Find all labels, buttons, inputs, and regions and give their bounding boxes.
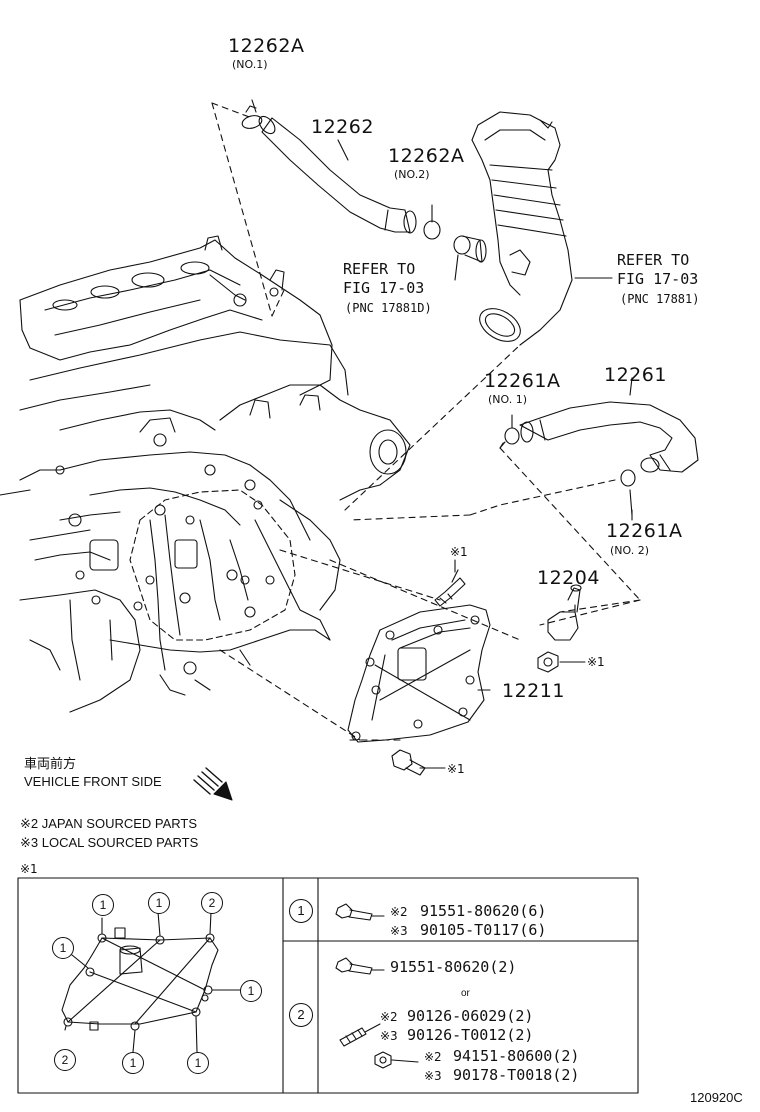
row2-nut-part-b: 90178-T0018(2) bbox=[453, 1066, 580, 1084]
gasket-key: 1 bbox=[240, 980, 262, 1002]
front-direction-arrow-icon bbox=[193, 767, 233, 801]
refer-right-line1: REFER TO bbox=[617, 251, 690, 269]
gasket-schematic-drawing bbox=[61, 911, 241, 1053]
fastener-table-grid bbox=[17, 877, 639, 1094]
row2-stud-part-b: 90126-T0012(2) bbox=[407, 1026, 534, 1044]
row1-mark-a: ※2 bbox=[390, 905, 408, 919]
part-note-no2: (NO.2) bbox=[394, 168, 430, 181]
table-asterisk-mark: ※1 bbox=[20, 862, 38, 876]
valve-12204-drawing bbox=[547, 584, 582, 641]
clamp-12261a-no1-drawing bbox=[499, 414, 520, 449]
vehicle-front-side-japanese: 車両前方 bbox=[24, 756, 77, 771]
figure-code: 120920C bbox=[690, 1090, 743, 1105]
gasket-key: 1 bbox=[187, 1052, 209, 1074]
row2-nut-mark-a: ※2 bbox=[424, 1050, 442, 1064]
part-note-12261a-no2: (NO. 2) bbox=[610, 544, 650, 557]
stud-drawing bbox=[434, 569, 466, 607]
row2-stud-mark-a: ※2 bbox=[380, 1010, 398, 1024]
refer-left-pnc: (PNC 17881D) bbox=[345, 301, 432, 315]
refer-right-line2: FIG 17-03 bbox=[617, 270, 699, 288]
row1-mark-b: ※3 bbox=[390, 924, 408, 938]
clamp-12262a-no2-drawing bbox=[423, 204, 441, 240]
gasket-key: 1 bbox=[148, 892, 170, 914]
note-local-sourced: ※3 LOCAL SOURCED PARTS bbox=[20, 835, 199, 850]
gasket-key: 1 bbox=[122, 1052, 144, 1074]
clamp-12261a-no2-drawing bbox=[620, 469, 636, 516]
bolt-drawing bbox=[391, 749, 426, 776]
bolt-asterisk-mark: ※1 bbox=[447, 762, 465, 776]
refer-right-pnc: (PNC 17881) bbox=[620, 292, 700, 306]
part-number-12261a-no1: 12261A bbox=[484, 370, 561, 392]
row2-nut-part-a: 94151-80600(2) bbox=[453, 1047, 580, 1065]
hose-12261-drawing bbox=[519, 401, 699, 473]
row2-nut-mark-b: ※3 bbox=[424, 1069, 442, 1083]
table-row1-key: 1 bbox=[289, 899, 313, 923]
row2-bolt-part: 91551-80620(2) bbox=[390, 958, 517, 976]
part-number-12262a-no2: 12262A bbox=[388, 145, 465, 167]
part-number-12261: 12261 bbox=[604, 364, 667, 386]
part-note-no1: (NO.1) bbox=[232, 58, 268, 71]
part-number-12204: 12204 bbox=[537, 567, 600, 589]
fitting-17881d-drawing bbox=[453, 235, 487, 263]
air-hose-17881-drawing bbox=[471, 111, 573, 346]
table-bolt-icons bbox=[335, 903, 419, 1069]
row2-stud-part-a: 90126-06029(2) bbox=[407, 1007, 534, 1025]
dashed-leader-lines bbox=[211, 102, 641, 741]
row2-stud-mark-b: ※3 bbox=[380, 1029, 398, 1043]
gasket-key: 1 bbox=[92, 894, 114, 916]
gasket-key: 2 bbox=[54, 1049, 76, 1071]
gasket-outline bbox=[129, 489, 296, 641]
part-note-12261a-no1: (NO. 1) bbox=[488, 393, 528, 406]
vehicle-front-side-label: VEHICLE FRONT SIDE bbox=[24, 774, 162, 789]
row1-part-a: 91551-80620(6) bbox=[420, 902, 547, 920]
nut-asterisk-mark: ※1 bbox=[587, 655, 605, 669]
gasket-key: 1 bbox=[52, 937, 74, 959]
table-row2-key: 2 bbox=[289, 1003, 313, 1027]
stud-asterisk-mark: ※1 bbox=[450, 545, 468, 559]
hose-12262-drawing bbox=[258, 115, 417, 234]
clamp-12262a-no1-drawing bbox=[241, 99, 263, 129]
row2-or-text: or bbox=[461, 988, 470, 999]
row1-part-b: 90105-T0117(6) bbox=[420, 921, 547, 939]
part-number-12262: 12262 bbox=[311, 116, 374, 138]
gasket-key: 2 bbox=[201, 892, 223, 914]
label-leader-lines bbox=[337, 139, 633, 769]
part-number-12262a-top: 12262A bbox=[228, 35, 305, 57]
part-number-12211: 12211 bbox=[502, 680, 565, 702]
engine-block-drawing bbox=[0, 235, 411, 713]
part-number-12261a-no2: 12261A bbox=[606, 520, 683, 542]
note-japan-sourced: ※2 JAPAN SOURCED PARTS bbox=[20, 816, 198, 831]
cover-12211-drawing bbox=[347, 604, 491, 743]
refer-left-line2: FIG 17-03 bbox=[343, 279, 425, 297]
nut-drawing bbox=[537, 651, 559, 673]
refer-left-line1: REFER TO bbox=[343, 260, 416, 278]
